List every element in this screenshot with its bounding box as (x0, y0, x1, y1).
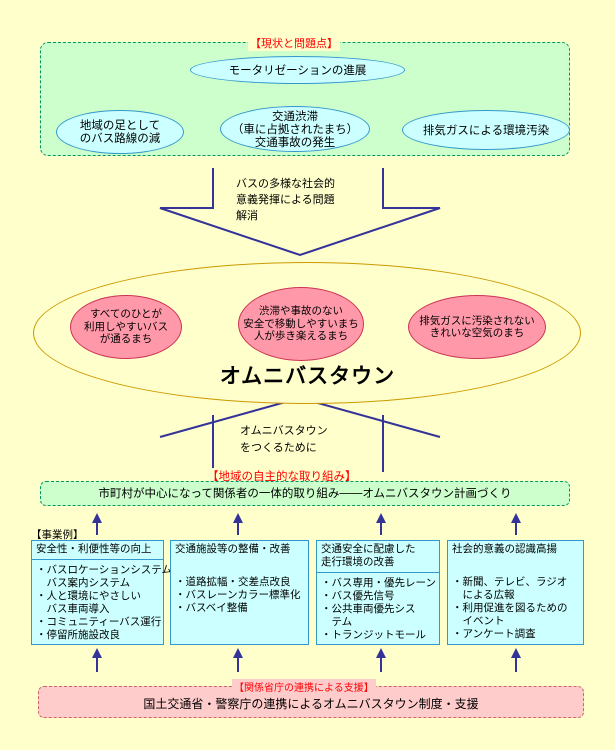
solution-line-3: 解消 (236, 209, 258, 222)
column-4-item: ・アンケート調査 (452, 628, 536, 640)
column-safety-convenience: 安全性・利便性等の向上 ・バスロケーションシステム バス案内システム ・人と環境… (31, 540, 172, 645)
congestion-oval: 交通渋滞 （車に占拠されたまち） 交通事故の発生 (220, 106, 370, 152)
column-facilities: 交通施設等の整備・改善 ・道路拡幅・交差点改良 ・バスレーンカラー標準化 ・バス… (170, 540, 309, 645)
column-1-item: バス案内システム (36, 577, 131, 589)
goal-1-line-3: が通るまち (99, 333, 153, 346)
bus-decline-line-1: 地域の足として (79, 118, 161, 132)
pollution-text: 排気ガスによる環境汚染 (422, 122, 550, 137)
towards-text: オムニバスタウン をつくるために (240, 422, 328, 456)
column-2-title: 交通施設等の整備・改善 (171, 541, 308, 559)
column-1-title-line-1: 安全性・利便性等の向上 (36, 543, 152, 555)
column-traffic-safety: 交通安全に配慮した 走行環境の改善 ・バス専用・優先レーン ・バス優先信号 ・公… (316, 540, 440, 645)
local-efforts-label: 【地域の自主的な取り組み】 (205, 468, 359, 484)
goal-1-line-2: 利用しやすいバス (84, 320, 168, 333)
column-3-title-line-2: 走行環境の改善 (321, 556, 395, 568)
government-support-label: 【関係省庁の連携による支援】 (232, 679, 376, 694)
bus-decline-line-2: のバス路線の減 (79, 131, 161, 145)
column-2-title-line-1: 交通施設等の整備・改善 (175, 543, 291, 555)
column-3-item: ・バス優先信号 (321, 590, 395, 602)
column-1-item: ・バスロケーションシステム (36, 564, 172, 576)
goal-oval-clean-air: 排気ガスに汚染されない きれいな空気のまち (408, 295, 546, 359)
towards-line-2: をつくるために (240, 441, 317, 454)
goal-3-line-1: 排気ガスに汚染されない (419, 314, 535, 327)
column-4-item: イベント (452, 615, 505, 627)
column-3-title-line-1: 交通安全に配慮した (321, 543, 416, 555)
column-1-item: ・コミュニティーバス運行 (36, 616, 162, 628)
local-efforts-box: 市町村が中心になって関係者の一体的取り組み――オムニバスタウン計画づくり (40, 481, 570, 506)
column-3-item: ・公共車両優先シス (321, 603, 416, 615)
motorization-oval: モータリゼーションの進展 (190, 56, 405, 84)
vision-title: オムニバスタウン (219, 364, 396, 388)
goal-oval-accessible-bus: すべてのひとが 利用しやすいバス が通るまち (70, 295, 182, 359)
column-2-item: ・バスレーンカラー標準化 (175, 589, 301, 601)
column-4-item: ・新聞、テレビ、ラジオ (452, 576, 568, 588)
column-4-title-line-1: 社会的意義の認識高揚 (452, 543, 557, 555)
column-1-title: 安全性・利便性等の向上 (32, 541, 163, 560)
goal-2-line-1: 渋滞や事故のない (259, 305, 343, 318)
column-4-item: ・利用促進を図るための (452, 602, 568, 614)
column-1-item: バス車両導入 (36, 603, 110, 615)
examples-label: 【事業例】 (31, 529, 84, 541)
congestion-line-1: 交通渋滞 (272, 108, 318, 123)
local-efforts-main-text: 市町村が中心になって関係者の一体的取り組み――オムニバスタウン計画づくり (98, 486, 512, 500)
column-awareness: 社会的意義の認識高揚 ・新聞、テレビ、ラジオ による広報 ・利用促進を図るための… (447, 540, 584, 645)
motorization-text: モータリゼーションの進展 (228, 62, 367, 77)
column-3-item: ・トランジットモール (321, 629, 426, 641)
column-4-item: による広報 (452, 589, 515, 601)
pollution-oval: 排気ガスによる環境汚染 (402, 110, 570, 150)
column-4-title: 社会的意義の認識高揚 (448, 541, 583, 559)
goal-2-line-3: 人が歩き楽えるまち (253, 330, 349, 343)
funnel-down-shape (159, 168, 441, 257)
solution-line-1: バスの多様な社会的 (236, 177, 335, 190)
current-issues-label: 【現状と問題点】 (248, 35, 340, 51)
goal-oval-safe-town: 渋滞や事故のない 安全で移動しやすいまち 人が歩き楽えるまち (238, 287, 364, 361)
column-1-item: ・停留所施設改良 (36, 629, 120, 641)
column-3-title: 交通安全に配慮した 走行環境の改善 (317, 541, 439, 573)
bus-decline-oval: 地域の足として のバス路線の減 (56, 110, 184, 154)
government-support-main-text: 国土交通省・警察庁の連携によるオムニバスタウン制度・支援 (143, 696, 479, 711)
congestion-line-3: 交通事故の発生 (254, 134, 336, 149)
column-2-item: ・バスベイ整備 (175, 602, 248, 614)
solution-text: バスの多様な社会的 意義発揮による問題 解消 (236, 176, 335, 224)
column-3-item: テム (321, 616, 353, 628)
column-2-item: ・道路拡幅・交差点改良 (175, 576, 291, 588)
towards-line-1: オムニバスタウン (240, 424, 328, 437)
goal-1-line-1: すべてのひとが (89, 308, 163, 321)
column-1-item: ・人と環境にやさしい (36, 590, 141, 602)
goal-2-line-2: 安全で移動しやすいまち (243, 317, 359, 330)
solution-line-2: 意義発揮による問題 (236, 193, 335, 206)
column-3-item: ・バス専用・優先レーン (321, 577, 436, 589)
goal-3-line-2: きれいな空気のまち (429, 327, 525, 339)
congestion-line-2: （車に占拠されたまち） (231, 121, 359, 136)
